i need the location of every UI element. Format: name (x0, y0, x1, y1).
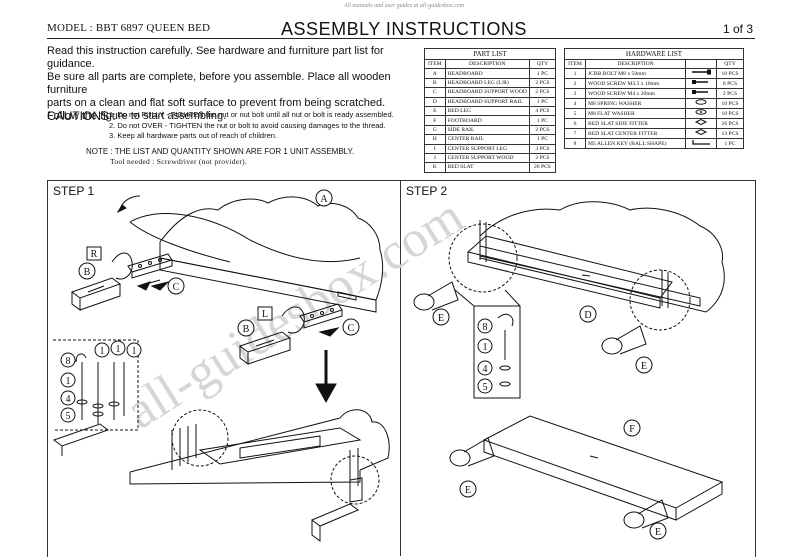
hw-callout-5: 5 (477, 378, 493, 394)
hw-callout-8: 8 (477, 318, 493, 334)
intro-line: Follow the figure to start assembling. (47, 110, 227, 122)
callout-c-2: C (342, 318, 360, 336)
headboard-a-drawing (116, 195, 384, 313)
svg-text:1: 1 (483, 342, 488, 353)
callout-b-2: B (237, 319, 255, 337)
svg-text:1: 1 (132, 346, 137, 357)
step1-label: STEP 1 (53, 184, 95, 198)
svg-text:1: 1 (66, 376, 71, 387)
callout-e-3: E (459, 480, 477, 498)
hardware-qty: 1 PC (716, 138, 744, 150)
footboard-f-drawing (449, 415, 724, 529)
header-divider (47, 38, 755, 39)
intro-line: Be sure all parts are complete, before y… (47, 71, 391, 96)
cautions-label: CAUTIONS : (47, 109, 116, 123)
hardware-list-caption: HARDWARE LIST (564, 48, 744, 59)
svg-text:R: R (91, 249, 98, 260)
zoom-circle (448, 223, 518, 293)
callout-c: C (167, 277, 185, 295)
headboard-leg-r-drawing (70, 252, 133, 311)
hardware-inset-step2 (454, 289, 521, 399)
steps-divider (400, 180, 401, 556)
hardware-inset-step1 (52, 339, 139, 456)
svg-text:5: 5 (66, 411, 71, 422)
headboard-d-drawing (466, 201, 725, 313)
page-title: ASSEMBLY INSTRUCTIONS (281, 19, 527, 39)
caution-list: 1. Do not FULLY - TIGHTEN the nut or nut… (109, 110, 394, 142)
svg-text:F: F (629, 424, 635, 435)
hw-callout-1: 1 (60, 372, 76, 388)
svg-text:E: E (438, 313, 444, 324)
caution-item: 2. Do not OVER - TIGHTEN the nut or bolt… (109, 120, 386, 130)
col-qty: QTY (716, 58, 744, 70)
hw-callout-4: 4 (477, 360, 493, 376)
svg-text:8: 8 (483, 322, 488, 333)
zoom-circle (629, 269, 691, 331)
hw-callout-1: 1 (477, 338, 493, 354)
quantity-note: NOTE : THE LIST AND QUANTITY SHOWN ARE F… (86, 147, 355, 156)
zoom-circle (330, 455, 380, 505)
caution-item: 1. Do not FULLY - TIGHTEN the nut or nut… (109, 110, 394, 119)
svg-text:4: 4 (66, 394, 71, 405)
hw-callout-1: 1 (126, 342, 142, 358)
assembled-headboard-drawing (129, 409, 390, 542)
svg-text:5: 5 (483, 382, 488, 393)
down-arrow (315, 350, 337, 404)
model-number: MODEL : BBT 6897 QUEEN BED (47, 22, 211, 34)
part-description: BED SLAT (444, 162, 530, 173)
part-list-caption: PART LIST (424, 48, 556, 59)
callout-e: E (432, 308, 450, 326)
svg-text:1: 1 (100, 346, 105, 357)
svg-text:E: E (465, 485, 471, 496)
callout-a: A (315, 189, 333, 207)
page-indicator: 1 of 3 (722, 22, 753, 36)
svg-text:D: D (584, 310, 591, 321)
svg-text:8: 8 (66, 356, 71, 367)
hw-callout-5: 5 (60, 407, 76, 423)
svg-text:A: A (320, 194, 328, 205)
hw-callout-1: 1 (110, 340, 126, 356)
intro-line: parts on a clean and flat soft surface t… (47, 97, 386, 109)
svg-text:L: L (262, 309, 268, 320)
svg-text:C: C (173, 282, 180, 293)
callout-b: B (78, 262, 96, 280)
callout-e-4: E (649, 522, 667, 540)
svg-text:B: B (84, 267, 91, 278)
step2-label: STEP 2 (406, 184, 448, 198)
hw-callout-4: 4 (60, 390, 76, 406)
svg-text:E: E (641, 361, 647, 372)
zoom-circle (171, 409, 229, 467)
steps-frame (47, 180, 756, 557)
hw-callout-1: 1 (94, 342, 110, 358)
callout-d: D (579, 305, 597, 323)
bed-leg-e-drawing (413, 220, 669, 355)
diagonal-watermark: all-guidesbox.com (116, 188, 473, 441)
box-label-r: R (86, 246, 102, 261)
box-label-l: L (257, 306, 273, 321)
part-qty: 26 PCS (528, 162, 557, 173)
svg-text:1: 1 (116, 344, 121, 355)
tool-needed: Tool needed : Screwdriver (not provider)… (110, 157, 248, 166)
callout-e-2: E (635, 356, 653, 374)
svg-text:E: E (655, 527, 661, 538)
svg-text:C: C (348, 323, 355, 334)
top-watermark: All manuals and user guides at all-guide… (343, 3, 465, 9)
intro-text: Read this instruction carefully. See har… (47, 45, 422, 123)
svg-text:B: B (243, 324, 250, 335)
svg-text:4: 4 (483, 364, 488, 375)
callout-f: F (623, 419, 641, 437)
support-wood-c-drawing (127, 253, 173, 291)
support-wood-c2-drawing (299, 303, 343, 329)
intro-line: Read this instruction carefully. See har… (47, 45, 384, 70)
caution-item: 3. Keep all hardware parts out of reach … (109, 131, 278, 140)
hw-callout-8: 8 (60, 352, 76, 368)
headboard-leg-l-drawing (238, 306, 305, 365)
